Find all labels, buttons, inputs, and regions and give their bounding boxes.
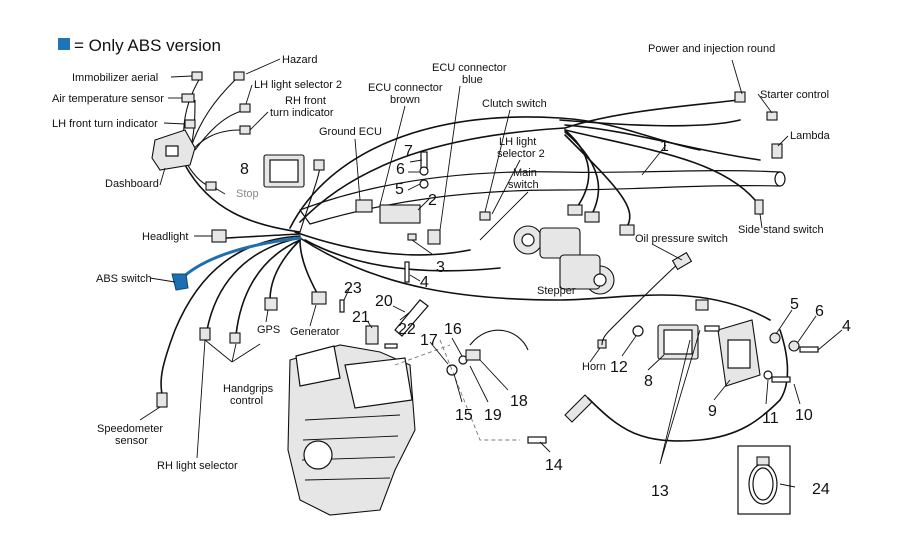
label-immobilizer-aerial: Immobilizer aerial [72,72,158,84]
label-abs-switch: ABS switch [96,273,152,285]
label-rh-front-turn-indicator-1: RH front [285,95,326,107]
abs-switch-wire [171,236,302,291]
labels: Hazard Immobilizer aerial LH light selec… [52,43,831,472]
label-handgrips-control-2: control [230,395,263,407]
label-lh-light-selector-2-mid-1: LH light [499,136,536,148]
label-ecu-connector-blue-1: ECU connector [432,62,507,74]
label-ecu-connector-blue-2: blue [462,74,483,86]
label-gps: GPS [257,324,280,336]
callout-7: 7 [404,143,413,160]
label-main-switch-2: switch [508,179,539,191]
dashboard-part [151,129,196,171]
callout-2: 2 [428,192,437,209]
engine-part [287,344,416,516]
label-speedometer-sensor-1: Speedometer [97,423,163,435]
label-starter-control: Starter control [760,89,829,101]
label-handgrips-control-1: Handgrips [223,383,274,395]
label-lh-front-turn-indicator: LH front turn indicator [52,118,158,130]
legend-swatch [58,38,70,50]
label-air-temperature-sensor: Air temperature sensor [52,93,164,105]
label-ground-ecu: Ground ECU [319,126,382,138]
callout-20: 20 [375,293,393,310]
coil-part-left [263,154,305,188]
label-lh-light-selector-2-mid-2: selector 2 [497,148,545,160]
callout-5-a: 5 [395,181,404,198]
callout-4-b: 4 [842,318,851,335]
label-lh-light-selector-2-top: LH light selector 2 [254,79,342,91]
coil-part-right [632,319,819,387]
callout-18: 18 [510,393,528,410]
stepper-part [513,225,615,295]
callout-10: 10 [795,407,813,424]
callout-15: 15 [455,407,473,424]
label-stop: Stop [236,188,259,200]
label-rh-light-selector: RH light selector [157,460,238,472]
callout-12: 12 [610,359,628,376]
callout-3: 3 [436,259,445,276]
label-oil-pressure-switch: Oil pressure switch [635,233,728,245]
oil-pressure-part [601,251,693,346]
label-side-stand-switch: Side stand switch [738,224,824,236]
callout-22: 22 [398,321,416,338]
label-stepper: Stepper [537,285,576,297]
callout-24: 24 [812,481,830,498]
callout-6-b: 6 [815,303,824,320]
callout-9: 9 [708,403,717,420]
label-lambda: Lambda [790,130,831,142]
callout-4-a: 4 [420,274,429,291]
callout-1: 1 [660,138,669,155]
callout-13: 13 [651,483,669,500]
label-generator: Generator [290,326,340,338]
legend-text: = Only ABS version [74,36,221,55]
spark-plug-part [394,329,789,444]
label-headlight: Headlight [142,231,188,243]
label-ecu-connector-brown-1: ECU connector [368,82,443,94]
callout-23: 23 [344,280,362,297]
label-ecu-connector-brown-2: brown [390,94,420,106]
callout-21: 21 [352,309,370,326]
label-power-and-injection-round: Power and injection round [648,43,775,55]
callout-8-b: 8 [644,373,653,390]
callout-11: 11 [762,410,779,427]
callout-5-b: 5 [790,296,799,313]
label-dashboard: Dashboard [105,178,159,190]
callout-14: 14 [545,457,563,474]
label-main-switch-1: Main [513,167,537,179]
callout-17: 17 [420,332,438,349]
label-rh-front-turn-indicator-2: turn indicator [270,107,334,119]
callout-19: 19 [484,407,502,424]
label-horn: Horn [582,361,606,373]
callout-numbers: 1 2 3 4 4 5 5 6 6 7 8 8 9 10 11 12 13 14… [240,138,851,500]
callout-8-a: 8 [240,161,249,178]
callout-6-a: 6 [396,161,405,178]
label-speedometer-sensor-2: sensor [115,435,148,447]
label-clutch-switch: Clutch switch [482,98,547,110]
clamp-part [737,445,791,515]
callout-16: 16 [444,321,462,338]
label-hazard: Hazard [282,54,317,66]
legend: = Only ABS version [58,36,221,55]
leader-lines [139,58,843,488]
hardware-parts [339,151,529,376]
